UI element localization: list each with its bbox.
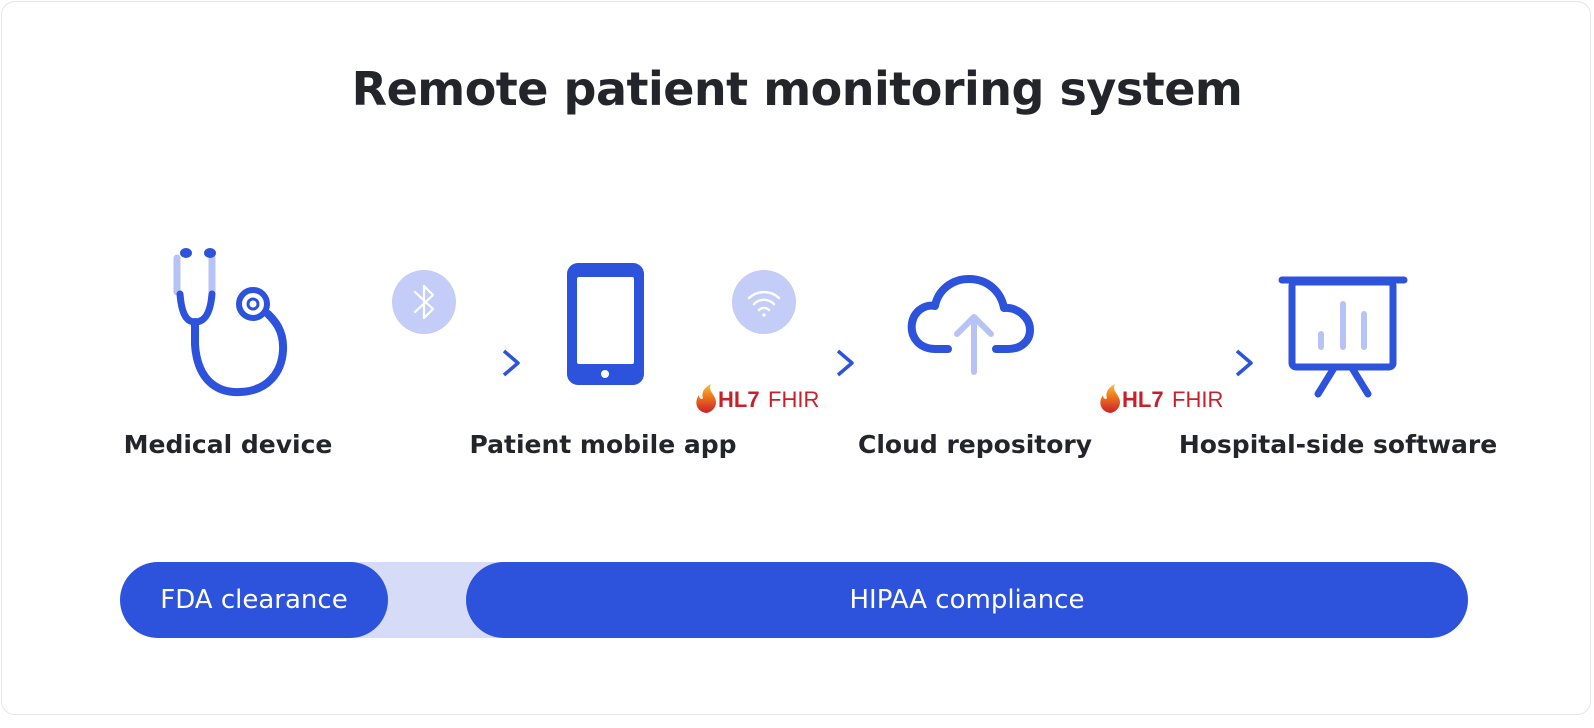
hl7-fhir-logo: HL7 FHIR xyxy=(1100,384,1223,413)
hipaa-compliance-pill: HIPAA compliance xyxy=(466,562,1468,638)
stethoscope-icon xyxy=(173,248,288,397)
flow-arrow-3 xyxy=(1076,349,1253,377)
cloud-upload-icon xyxy=(907,275,1034,375)
svg-text:FHIR: FHIR xyxy=(768,387,819,412)
node-label-medical-device: Medical device xyxy=(123,430,333,459)
bluetooth-icon xyxy=(392,270,456,334)
svg-text:FHIR: FHIR xyxy=(1172,387,1223,412)
svg-text:HL7: HL7 xyxy=(718,387,760,412)
flow-arrow-2 xyxy=(682,349,854,377)
diagram-title: Remote patient monitoring system xyxy=(351,62,1243,116)
wifi-icon xyxy=(732,270,796,334)
presentation-board-icon xyxy=(1278,276,1408,398)
hl7-fhir-logo: HL7 FHIR xyxy=(696,384,819,413)
flow-arrow-1 xyxy=(348,349,520,377)
node-label-hospital-side-software: Hospital-side software xyxy=(1178,430,1498,459)
fda-clearance-pill: FDA clearance xyxy=(120,562,388,638)
svg-text:HL7: HL7 xyxy=(1122,387,1164,412)
node-label-cloud-repository: Cloud repository xyxy=(857,430,1093,459)
tablet-icon xyxy=(567,263,644,385)
node-label-patient-mobile-app: Patient mobile app xyxy=(469,430,737,459)
